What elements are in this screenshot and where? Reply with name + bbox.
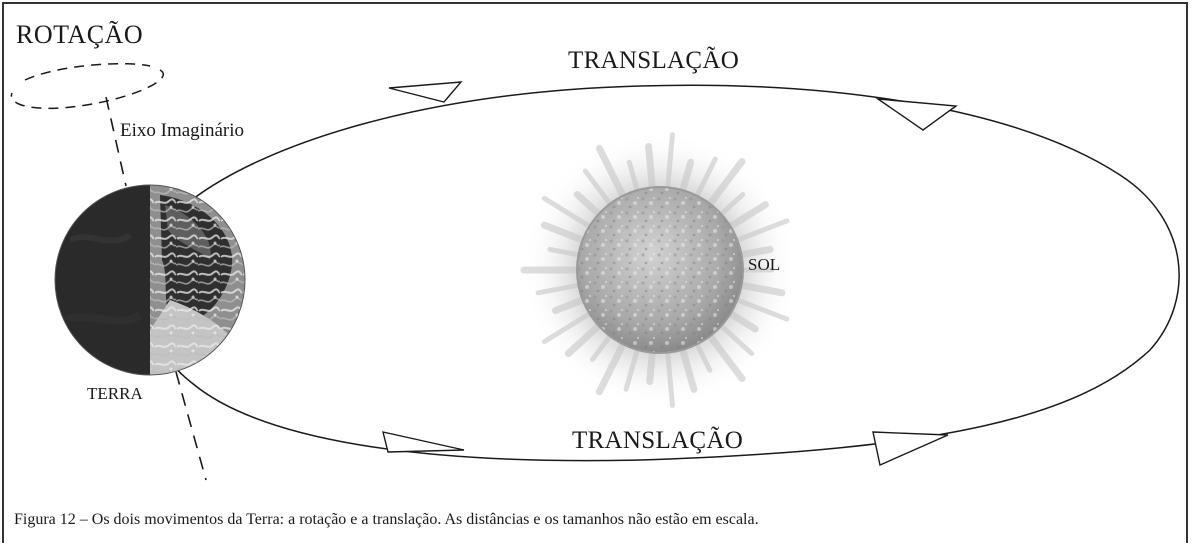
sun-ray [535,282,584,296]
sun-ray [664,132,675,193]
sun-ray [735,245,774,259]
orbit-path [152,84,1180,462]
sun-ray [552,295,589,314]
sun-ray [573,191,605,220]
imaginary-axis [105,96,207,481]
sun-ray [645,143,657,194]
translation-label-bottom: TRANSLAÇÃO [572,427,744,454]
sun-ray [595,338,628,396]
rotation-title: ROTAÇÃO [16,20,144,49]
sun-ray [724,308,759,333]
sun-ray [678,343,698,393]
sun-label: SOL [748,255,781,274]
sun-ray [541,309,595,345]
sun-ray [646,346,657,385]
orbit-direction-arrow-icon [382,431,465,453]
sun-ray [716,321,755,356]
sun-ray [693,156,718,201]
sun-ray [540,221,589,245]
earth-label: TERRA [87,384,143,403]
sun-ray [704,158,746,210]
sun-ray [547,246,584,258]
sun-icon [520,132,798,408]
sun-ray [704,330,746,382]
orbit-direction-arrow-icon [388,81,463,103]
axis-label: Eixo Imaginário [120,120,244,141]
sun-ray [732,296,790,322]
rotation-ellipse-icon [10,62,164,110]
sun-ray [693,339,713,373]
sun-ray [735,281,786,297]
sun-ray [582,168,615,209]
sun-ray [678,158,695,197]
sun-ray [724,201,769,232]
sun-ray [732,218,790,244]
sun-ray [664,347,675,408]
orbit-direction-arrow-icon [872,431,949,466]
sun-ray [590,331,615,362]
sun-ray [595,144,628,202]
sun-ray [564,320,605,357]
sun-ray [626,159,641,196]
sun-ray [623,344,641,392]
figure-caption: Figura 12 – Os dois movimentos da Terra:… [14,511,759,528]
translation-label-top: TRANSLAÇÃO [568,47,740,74]
orbit-direction-arrow-icon [875,98,958,131]
earth-icon [54,184,246,376]
sun-ray [716,192,746,219]
sun-ray [541,195,595,231]
